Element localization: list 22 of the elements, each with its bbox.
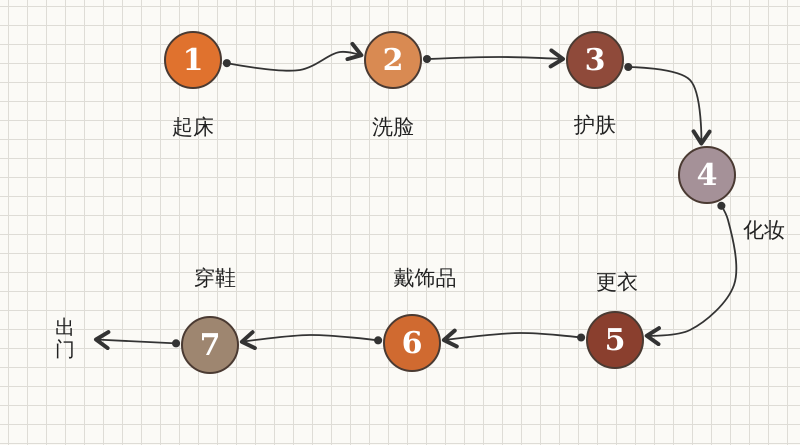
arrow xyxy=(222,42,364,72)
step-label: 穿鞋 xyxy=(194,265,236,292)
numbered-circle: 1 xyxy=(164,31,222,89)
numbered-circle: 5 xyxy=(586,311,644,369)
step-label: 更衣 xyxy=(596,269,638,296)
arrow xyxy=(422,48,566,68)
step-label: 化妆 xyxy=(743,217,785,244)
numbered-circle: 2 xyxy=(364,31,422,89)
arrow xyxy=(624,62,712,146)
arrow xyxy=(644,202,738,346)
numbered-circle: 7 xyxy=(181,316,239,374)
step-label: 起床 xyxy=(172,114,214,141)
numbered-circle: 3 xyxy=(566,31,624,89)
numbered-circle: 4 xyxy=(678,146,736,204)
arrow xyxy=(94,330,180,350)
numbered-circle: 6 xyxy=(383,314,441,372)
step-label: 洗脸 xyxy=(372,114,414,141)
arrow xyxy=(442,328,586,348)
step-label: 护肤 xyxy=(574,112,616,139)
step-label: 戴饰品 xyxy=(394,265,456,292)
arrow xyxy=(240,330,382,350)
node-label: 出门 xyxy=(55,316,75,360)
